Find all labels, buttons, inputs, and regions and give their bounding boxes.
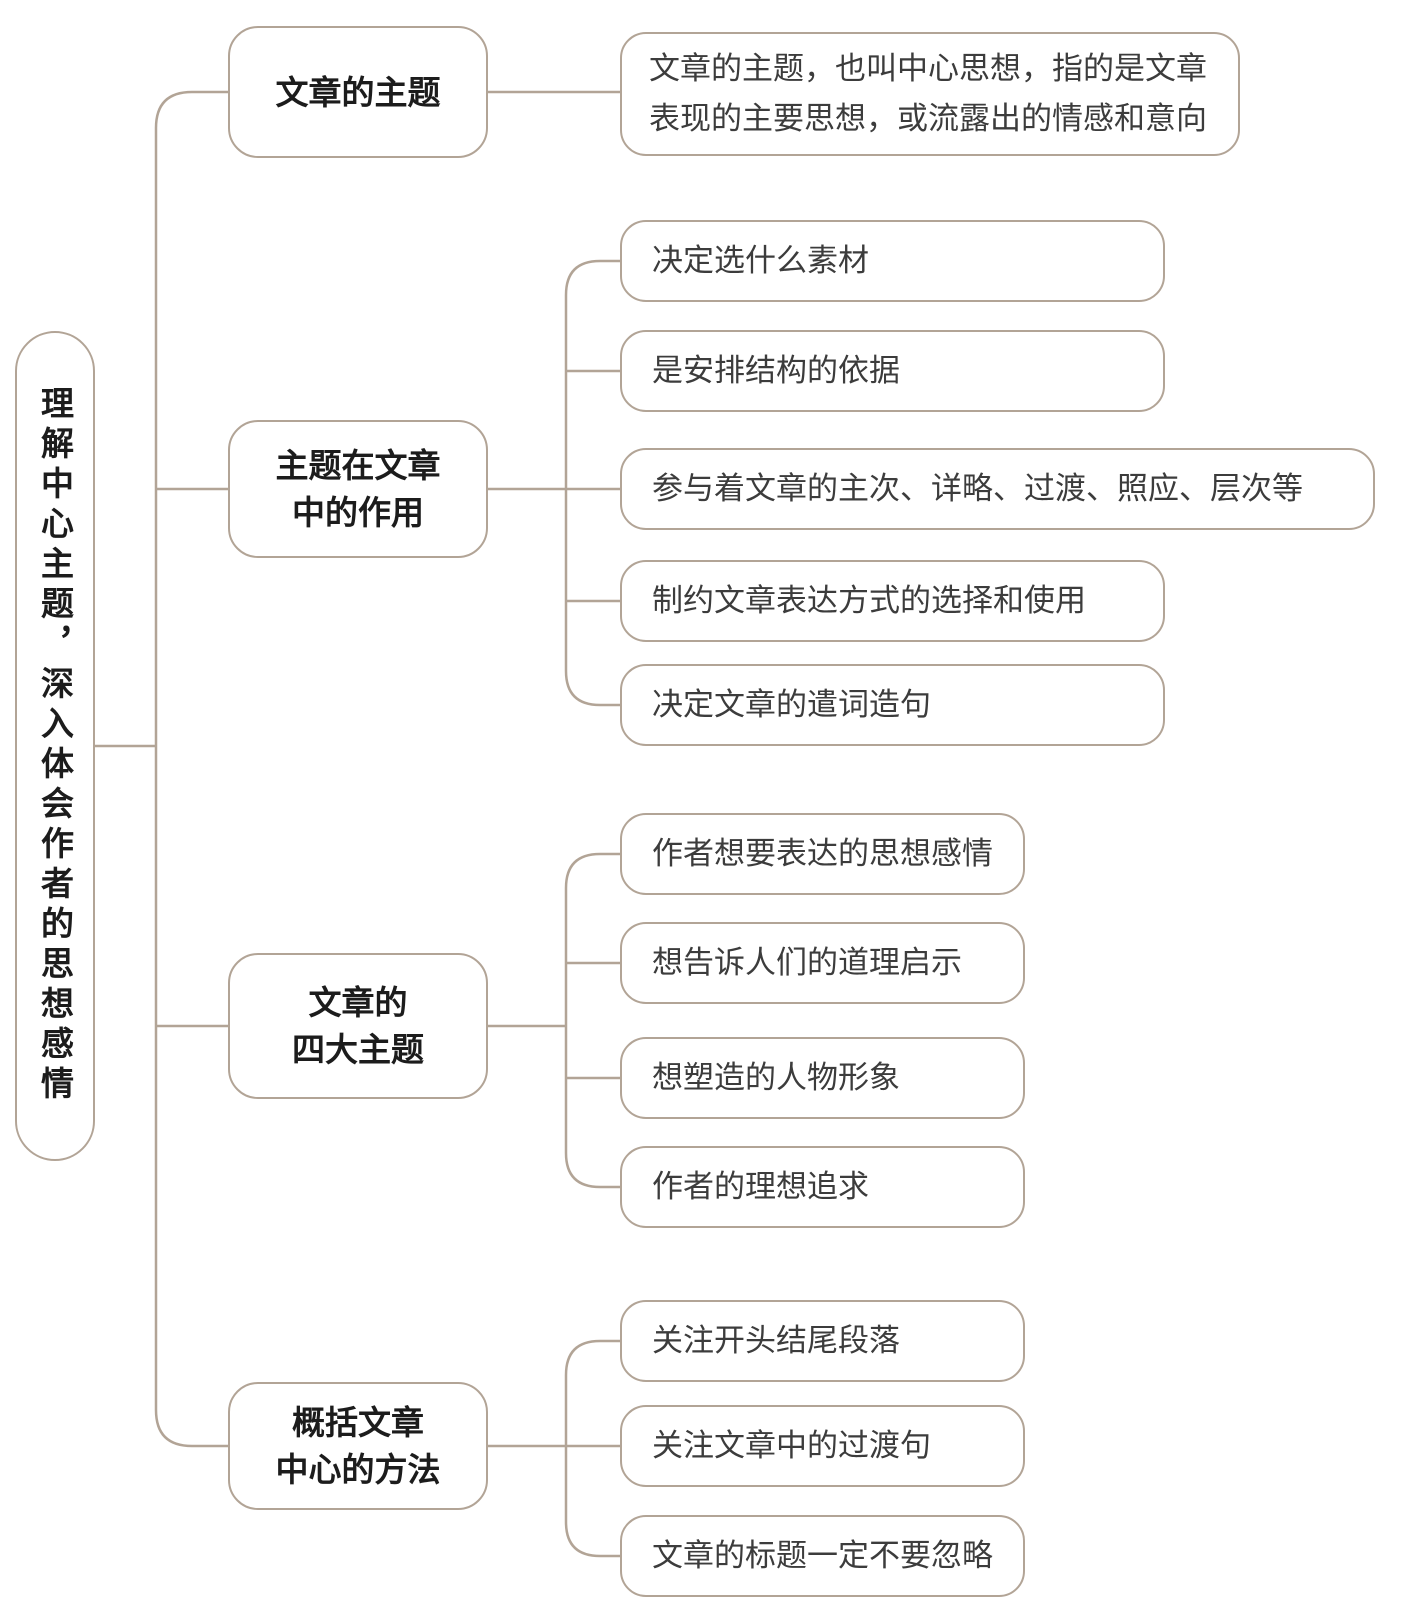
leaf-node: 关注文章中的过渡句 [620, 1405, 1025, 1487]
connector-branch4-spine [564, 1339, 620, 1558]
branch-node-summarize-methods: 概括文章 中心的方法 [228, 1382, 488, 1510]
branch-node-theme-role: 主题在文章 中的作用 [228, 420, 488, 558]
leaf-text: 决定文章的遣词造句 [652, 686, 931, 722]
leaf-node: 作者的理想追求 [620, 1146, 1025, 1228]
leaf-text: 参与着文章的主次、详略、过渡、照应、层次等 [652, 470, 1303, 506]
connector-trunk [154, 90, 228, 1448]
branch-label-line2: 中心的方法 [275, 1451, 441, 1488]
connector-branch3-spine [564, 852, 620, 1189]
leaf-node: 决定选什么素材 [620, 220, 1165, 302]
leaf-node: 参与着文章的主次、详略、过渡、照应、层次等 [620, 448, 1375, 530]
leaf-node: 文章的主题，也叫中心思想，指的是文章 表现的主要思想，或流露出的情感和意向 [620, 32, 1240, 156]
branch-label: 文章的主题 [275, 73, 441, 111]
leaf-node: 想告诉人们的道理启示 [620, 922, 1025, 1004]
leaf-node: 想塑造的人物形象 [620, 1037, 1025, 1119]
leaf-text: 作者想要表达的思想感情 [652, 835, 993, 871]
branch-label-line2: 四大主题 [292, 1031, 424, 1068]
branch-label-line1: 概括文章 [292, 1404, 424, 1441]
branch-label-line2: 中的作用 [292, 494, 424, 531]
leaf-text: 是安排结构的依据 [652, 352, 900, 388]
connector-branch2-spine [564, 259, 620, 707]
leaf-node: 关注开头结尾段落 [620, 1300, 1025, 1382]
leaf-text-line2: 表现的主要思想，或流露出的情感和意向 [649, 101, 1207, 136]
leaf-text: 关注开头结尾段落 [652, 1322, 900, 1358]
root-label: 理解中心主题，深入体会作者的思想感情 [36, 386, 74, 1106]
leaf-node: 是安排结构的依据 [620, 330, 1165, 412]
leaf-node: 作者想要表达的思想感情 [620, 813, 1025, 895]
leaf-text: 关注文章中的过渡句 [652, 1427, 931, 1463]
leaf-text: 作者的理想追求 [652, 1168, 869, 1204]
leaf-text-line1: 文章的主题，也叫中心思想，指的是文章 [649, 51, 1207, 86]
leaf-text: 制约文章表达方式的选择和使用 [652, 582, 1086, 618]
root-node: 理解中心主题，深入体会作者的思想感情 [15, 331, 95, 1161]
branch-node-four-themes: 文章的 四大主题 [228, 953, 488, 1099]
leaf-text: 决定选什么素材 [652, 242, 869, 278]
branch-node-article-theme: 文章的主题 [228, 26, 488, 158]
leaf-node: 决定文章的遣词造句 [620, 664, 1165, 746]
leaf-node: 制约文章表达方式的选择和使用 [620, 560, 1165, 642]
branch-label-line1: 文章的 [308, 984, 408, 1021]
leaf-text: 想塑造的人物形象 [652, 1059, 900, 1095]
branch-label-line1: 主题在文章 [275, 447, 441, 484]
leaf-text: 想告诉人们的道理启示 [652, 944, 962, 980]
leaf-node: 文章的标题一定不要忽略 [620, 1515, 1025, 1597]
leaf-text: 文章的标题一定不要忽略 [652, 1537, 993, 1573]
